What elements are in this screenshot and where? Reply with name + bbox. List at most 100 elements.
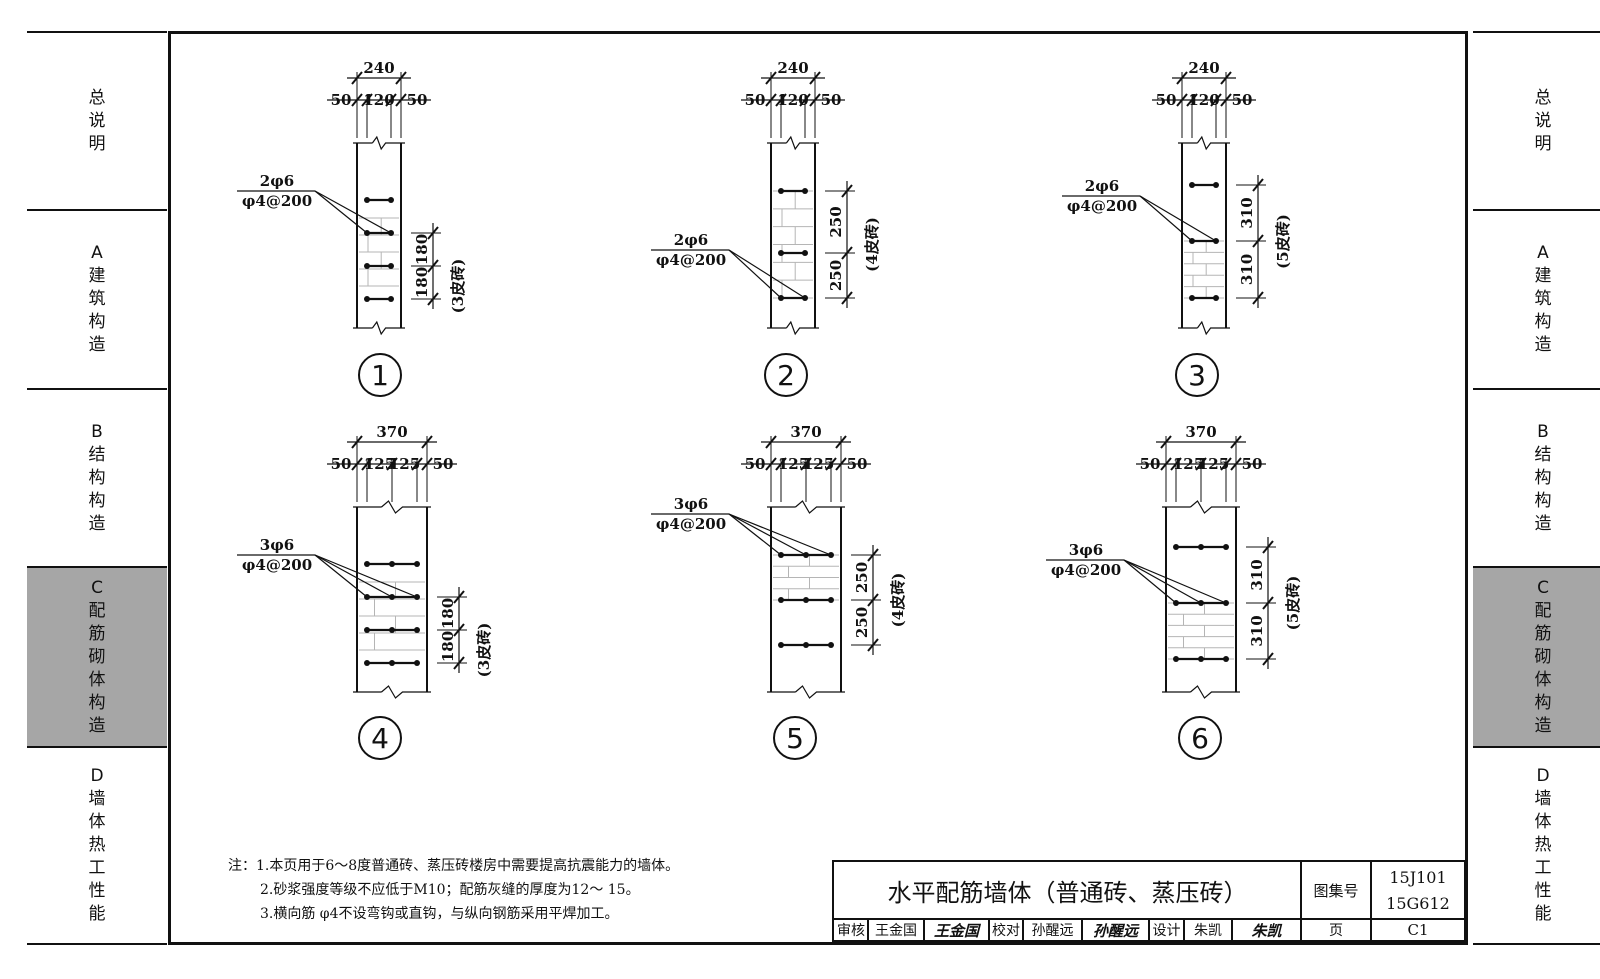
detail-number-circle xyxy=(358,716,402,760)
note-item: 2.砂浆强度等级不应低于M10；配筋灰缝的厚度为12～ 15。 xyxy=(260,882,640,898)
designer-signature: 朱凯 xyxy=(1251,921,1282,940)
rebar-dot xyxy=(388,197,394,203)
sidebar-divider xyxy=(27,388,167,390)
detail-number: 3 xyxy=(1188,359,1206,392)
rebar-label: 2φ6 xyxy=(1085,177,1119,195)
dimension-tick xyxy=(775,93,787,107)
break-line xyxy=(795,500,845,514)
sub-width-label: 50 xyxy=(1156,91,1177,109)
dimension-tick xyxy=(1252,178,1264,192)
break-line xyxy=(371,320,405,336)
sidebar-item-d[interactable]: D墙体热工性能 xyxy=(1473,748,1600,943)
sidebar-item-b[interactable]: B结构构造 xyxy=(1473,390,1600,566)
sub-width-label: 50 xyxy=(331,91,352,109)
spacing-label: 250 xyxy=(853,562,871,593)
overall-width-label: 240 xyxy=(1188,59,1219,77)
dimension-tick xyxy=(775,457,787,471)
sidebar-item-label: 配筋砌体构造 xyxy=(88,600,106,736)
dimension-tick xyxy=(453,656,465,670)
sidebar-item-label: 结构构造 xyxy=(88,444,106,534)
rebar-dot xyxy=(414,627,420,633)
sidebar-divider xyxy=(27,943,167,945)
dimension-tick xyxy=(765,93,777,107)
sidebar-item-c[interactable]: C配筋砌体构造 xyxy=(27,568,167,746)
checker-signature: 孙醒远 xyxy=(1092,921,1138,940)
break-line xyxy=(1190,685,1240,699)
sub-width-label: 120 xyxy=(777,91,808,109)
rebar-label: 3φ6 xyxy=(674,495,708,513)
designer-name: 朱凯 xyxy=(1194,923,1222,939)
spacing-label: 250 xyxy=(853,607,871,638)
sub-width-label: 125 xyxy=(364,455,395,473)
sub-width-label: 125 xyxy=(389,455,420,473)
rebar-dot xyxy=(1198,656,1204,662)
dimension-tick xyxy=(1220,71,1232,85)
rebar-dot xyxy=(778,188,784,194)
drawing-line xyxy=(728,513,832,556)
drawing-line xyxy=(314,554,418,598)
dimension-tick xyxy=(765,457,777,471)
dimension-tick xyxy=(841,246,853,260)
drawing-line xyxy=(314,190,392,234)
sidebar-item-c[interactable]: C配筋砌体构造 xyxy=(1473,568,1600,746)
rebar-dot xyxy=(828,597,834,603)
atlas-number-2: 15G612 xyxy=(1386,893,1450,913)
sub-width-label: 120 xyxy=(363,91,394,109)
dimension-tick xyxy=(351,71,363,85)
rebar-dot xyxy=(1173,656,1179,662)
drawing-title: 水平配筋墙体（普通砖、蒸压砖） xyxy=(887,879,1248,907)
rebar-dot xyxy=(1173,544,1179,550)
dimension-tick xyxy=(1160,435,1172,449)
dimension-tick xyxy=(809,93,821,107)
sidebar-item-general[interactable]: 总说明 xyxy=(27,33,167,209)
brick-courses xyxy=(1184,240,1224,299)
drawing-line xyxy=(1123,559,1177,604)
dimension-tick xyxy=(867,548,879,562)
break-line xyxy=(1196,135,1230,151)
rebar-dot xyxy=(1198,544,1204,550)
rebar-dot xyxy=(1223,656,1229,662)
dimension-tick xyxy=(395,93,407,107)
dimension-tick xyxy=(1252,234,1264,248)
sidebar-item-label: 配筋砌体构造 xyxy=(1534,600,1552,736)
detail-number-circle xyxy=(764,353,808,397)
sidebar-item-general[interactable]: 总说明 xyxy=(1473,33,1600,209)
sidebar-item-label: 建筑构造 xyxy=(88,266,106,355)
sidebar-item-code: B xyxy=(91,421,103,442)
spacing-label: 180 xyxy=(413,267,431,298)
rebar-dot xyxy=(364,197,370,203)
break-line xyxy=(795,685,845,699)
course-count-label: (3皮砖) xyxy=(475,623,493,678)
dimension-tick xyxy=(1230,457,1242,471)
sidebar-item-d[interactable]: D墙体热工性能 xyxy=(27,748,167,943)
tie-label: φ4@200 xyxy=(1051,561,1121,579)
right-sidebar: 总说明 A建筑构造 B结构构造 C配筋砌体构造 D墙体热工性能 xyxy=(1473,31,1600,945)
rebar-label: 2φ6 xyxy=(674,231,708,249)
sidebar-item-label: 墙体热工性能 xyxy=(1534,789,1552,924)
left-sidebar: 总说明 A建筑构造 B 结构构造 C配筋砌体构造 D墙体热工性能 xyxy=(27,31,167,945)
drawing-frame xyxy=(168,31,1468,945)
note-item: 3.横向筋 φ4不设弯钩或直钩，与纵向钢筋采用平焊加工。 xyxy=(260,906,619,922)
drawing-line xyxy=(1139,195,1217,242)
drawing-line xyxy=(728,513,807,556)
dimension-tick xyxy=(809,71,821,85)
dimension-tick xyxy=(867,638,879,652)
rebar-label: 3φ6 xyxy=(1069,541,1103,559)
dimension-tick xyxy=(1186,93,1198,107)
dimension-tick xyxy=(1230,435,1242,449)
sub-width-label: 120 xyxy=(1188,91,1219,109)
sidebar-item-a[interactable]: A建筑构造 xyxy=(27,211,167,388)
dimension-tick xyxy=(765,435,777,449)
brick-courses xyxy=(773,554,839,601)
detail-number: 5 xyxy=(786,722,804,755)
sub-width-label: 50 xyxy=(1140,455,1161,473)
sidebar-divider xyxy=(1473,31,1600,33)
sidebar-item-b[interactable]: B 结构构造 xyxy=(27,390,167,566)
dimension-tick xyxy=(1262,596,1274,610)
sub-width-label: 125 xyxy=(778,455,809,473)
dimension-tick xyxy=(351,93,363,107)
sidebar-item-a[interactable]: A建筑构造 xyxy=(1473,211,1600,388)
